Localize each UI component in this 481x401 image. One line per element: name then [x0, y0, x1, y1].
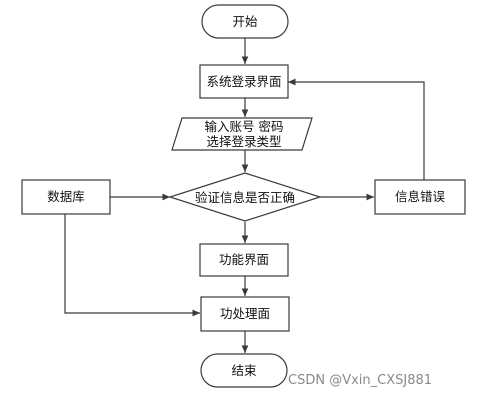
- node-input-label-line2: 选择登录类型: [206, 134, 281, 149]
- node-login-page-label: 系统登录界面: [206, 74, 281, 89]
- edge-error-to-login: [288, 78, 425, 180]
- node-database-label: 数据库: [47, 189, 85, 204]
- node-verify-decision: 验证信息是否正确: [168, 172, 322, 222]
- node-input: 输入账号 密码 选择登录类型: [171, 117, 313, 151]
- edge-database-to-process: [64, 214, 200, 317]
- node-function-page-label: 功能界面: [219, 252, 269, 267]
- csdn-watermark: CSDN @Vxin_CXSJ881: [288, 373, 433, 388]
- node-input-label-line1: 输入账号 密码: [205, 119, 284, 134]
- node-end: 结束: [200, 353, 288, 388]
- node-error-label: 信息错误: [395, 189, 446, 204]
- node-process-page: 功处理面: [200, 296, 290, 332]
- flow-edges: [64, 38, 425, 353]
- node-database: 数据库: [21, 179, 111, 215]
- node-verify-label: 验证信息是否正确: [195, 190, 295, 205]
- node-end-label: 结束: [231, 363, 257, 378]
- node-login-page: 系统登录界面: [199, 64, 289, 99]
- node-error: 信息错误: [374, 179, 466, 215]
- node-function-page: 功能界面: [199, 243, 289, 277]
- node-start: 开始: [201, 4, 289, 39]
- node-start-label: 开始: [232, 14, 258, 29]
- node-process-page-label: 功处理面: [220, 306, 270, 321]
